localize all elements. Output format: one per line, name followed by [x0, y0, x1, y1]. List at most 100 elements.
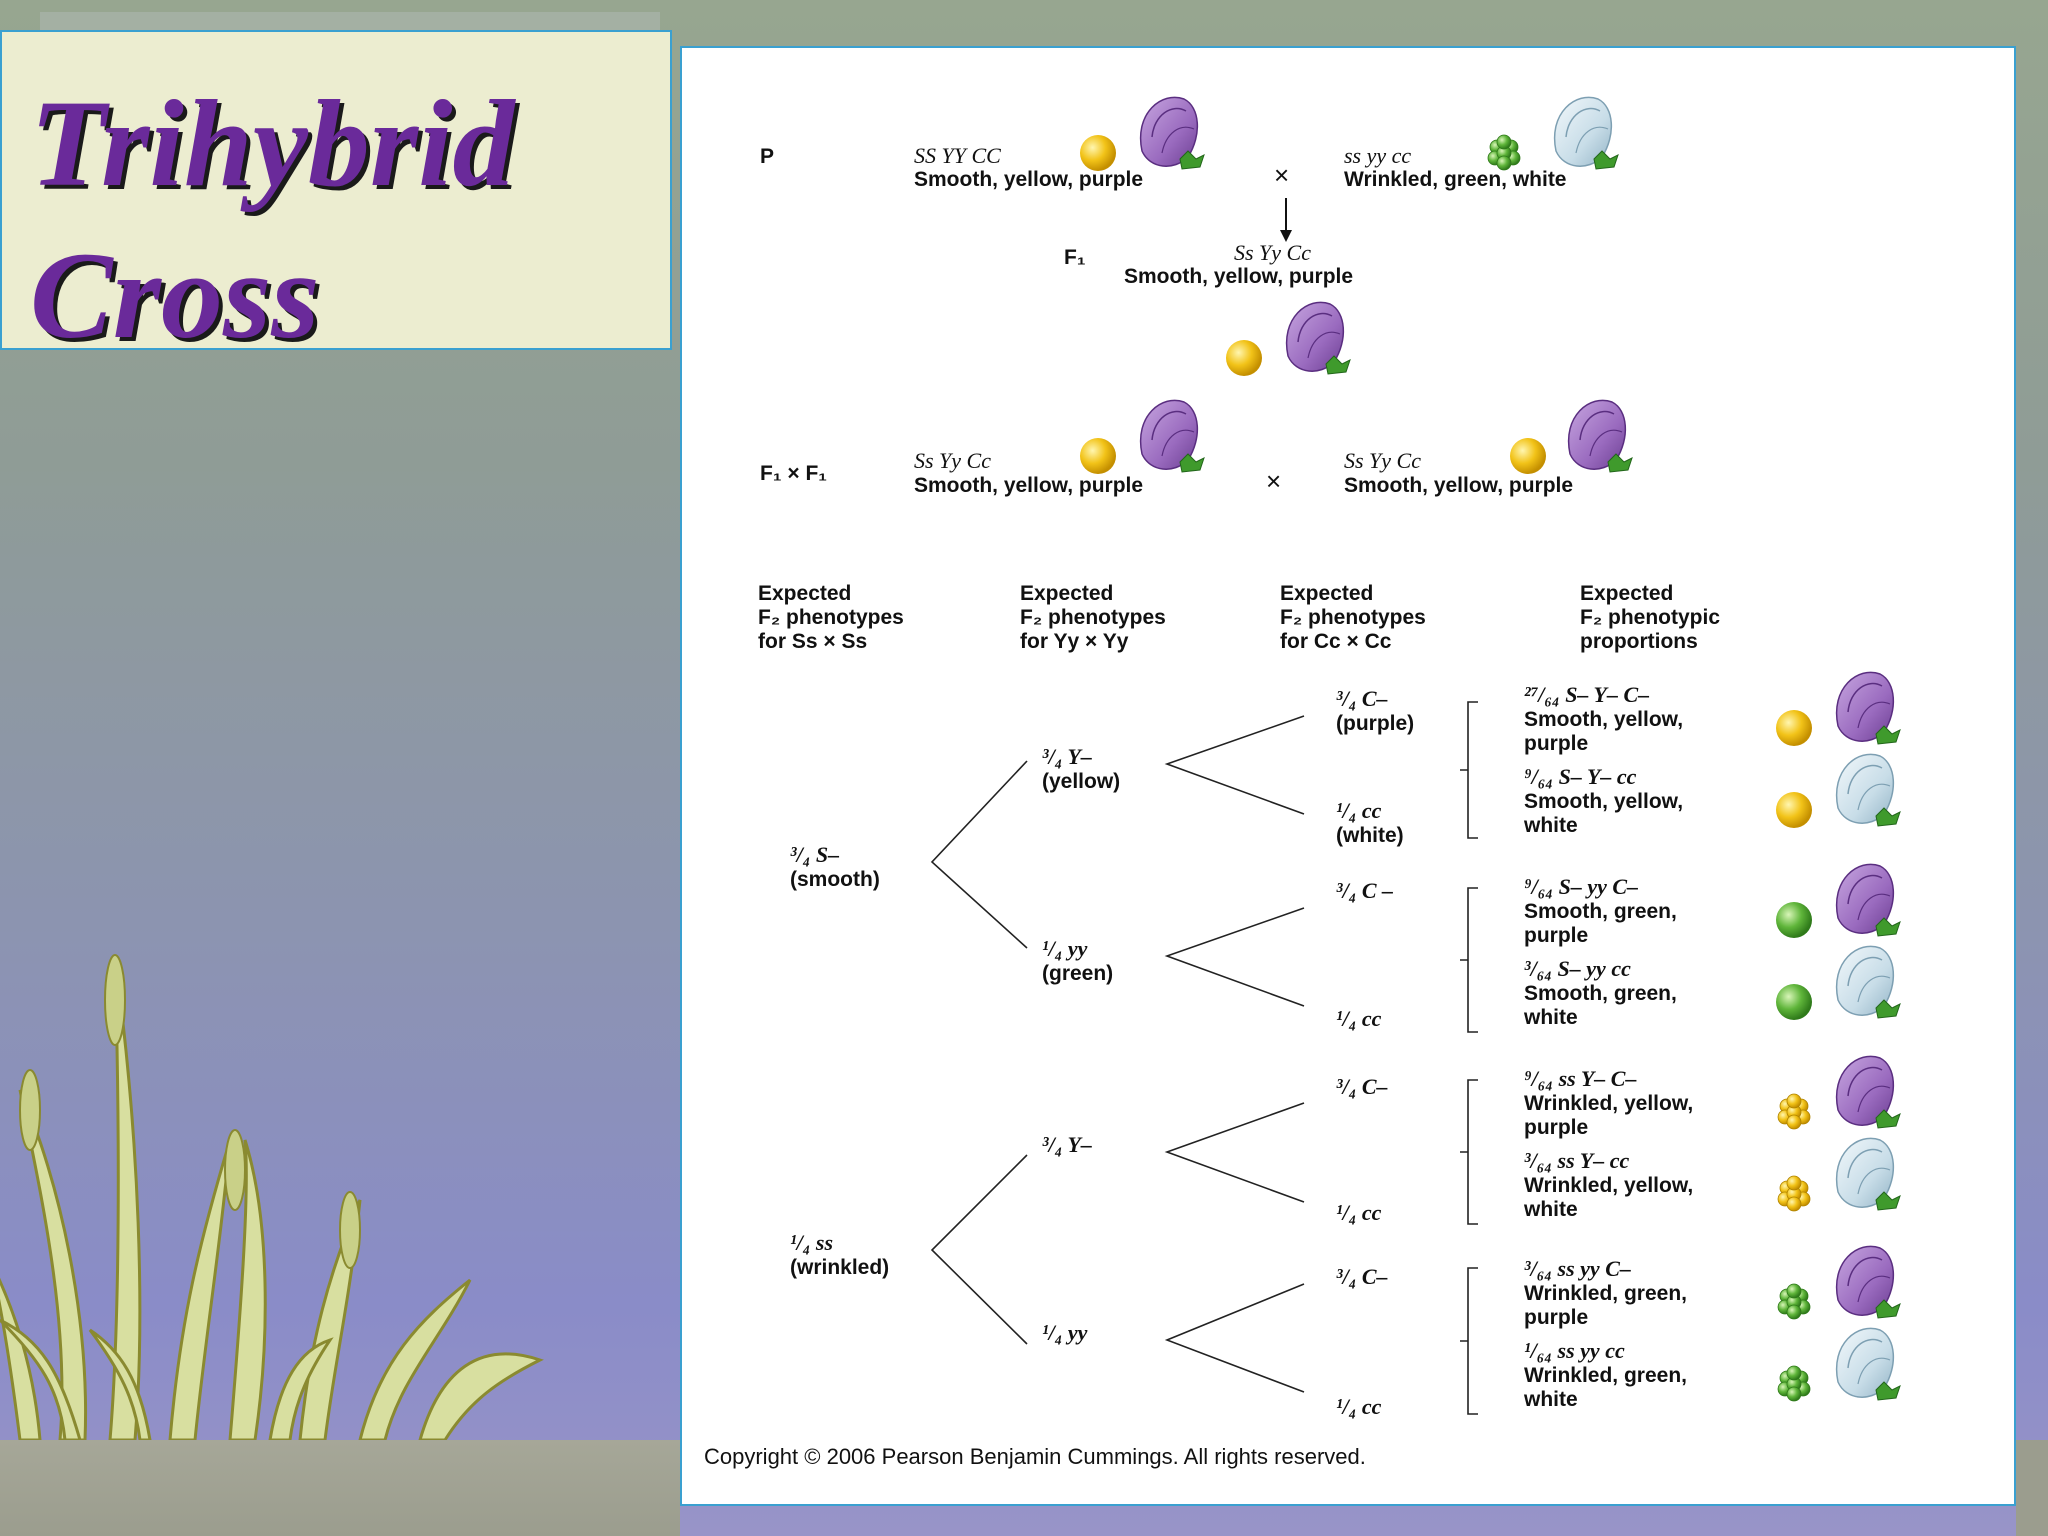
proportion-pea-icon — [1777, 1175, 1811, 1212]
y-branch-label: (yellow) — [1042, 770, 1120, 793]
f1-label: F₁ — [1064, 246, 1086, 269]
proportion-genotype: ³/₆₄ S– yy cc — [1524, 956, 1631, 981]
p-right-phenotype: Wrinkled, green, white — [1344, 168, 1567, 191]
proportion-genotype: ²⁷/₆₄ S– Y– C– — [1524, 682, 1649, 707]
proportion-phenotype-line1: Wrinkled, yellow, — [1524, 1092, 1693, 1115]
proportion-genotype: ³/₆₄ ss Y– cc — [1524, 1148, 1629, 1173]
f1-phenotype: Smooth, yellow, purple — [1124, 265, 1353, 288]
p-label: P — [760, 145, 774, 168]
ground — [0, 1440, 680, 1536]
svg-text:F₂ phenotypes: F₂ phenotypes — [758, 606, 904, 629]
c-branch-frac: ¹/₄ cc — [1336, 1200, 1382, 1225]
p-left-genotype: SS YY CC — [914, 143, 1001, 168]
c-branch-frac: ³/₄ C– — [1336, 686, 1388, 711]
proportion-phenotype-line2: white — [1523, 1006, 1578, 1029]
f1x-cross: × — [1266, 466, 1281, 496]
proportion-phenotype-line2: white — [1523, 1388, 1578, 1411]
column-header-proportions: Expected F₂ phenotypic proportions — [1580, 582, 1720, 653]
p-right-genotype: ss yy cc — [1344, 143, 1411, 168]
trihybrid-diagram: P SS YY CC Smooth, yellow, purple × ss y… — [704, 96, 1901, 1469]
svg-text:proportions: proportions — [1580, 630, 1698, 653]
p-right-pea-icon — [1487, 134, 1521, 171]
svg-text:for Yy × Yy: for Yy × Yy — [1020, 630, 1129, 653]
proportion-genotype: ³/₆₄ ss yy C– — [1524, 1256, 1631, 1281]
proportion-phenotype-line1: Wrinkled, green, — [1524, 1282, 1687, 1305]
svg-text:for Ss × Ss: for Ss × Ss — [758, 630, 867, 653]
proportion-flower-icon — [1835, 1245, 1901, 1319]
f1xf1-label: F₁ × F₁ — [760, 462, 827, 485]
column-header-y: Expected F₂ phenotypes for Yy × Yy — [1020, 582, 1166, 653]
proportion-phenotype-line1: Smooth, yellow, — [1524, 708, 1683, 731]
slide-title: Trihybrid Cross — [30, 68, 515, 372]
c-branch-frac: ³/₄ C– — [1336, 1264, 1388, 1289]
proportion-pea-icon — [1776, 792, 1812, 828]
svg-text:F₂ phenotypes: F₂ phenotypes — [1280, 606, 1426, 629]
figure-panel: P SS YY CC Smooth, yellow, purple × ss y… — [680, 46, 2016, 1506]
proportion-phenotype-line1: Wrinkled, green, — [1524, 1364, 1687, 1387]
c-branch-label: (white) — [1336, 824, 1404, 847]
proportion-genotype: ⁹/₆₄ ss Y– C– — [1524, 1066, 1636, 1091]
c-branch-frac: ¹/₄ cc — [1336, 1006, 1382, 1031]
proportion-pea-icon — [1777, 1093, 1811, 1130]
f1-flower-icon — [1285, 301, 1351, 375]
f1x-right-genotype: Ss Yy Cc — [1344, 448, 1421, 473]
y-branch-frac: ³/₄ Y– — [1042, 1132, 1092, 1157]
svg-text:for Cc × Cc: for Cc × Cc — [1280, 630, 1392, 653]
proportion-flower-icon — [1835, 1137, 1901, 1211]
proportion-flower-icon — [1835, 671, 1901, 745]
proportion-genotype: ⁹/₆₄ S– Y– cc — [1524, 764, 1637, 789]
svg-text:F₂ phenotypes: F₂ phenotypes — [1020, 606, 1166, 629]
title-line-2: Cross — [30, 227, 320, 364]
proportion-pea-icon — [1777, 1283, 1811, 1320]
f1x-right-flower-icon — [1567, 399, 1633, 473]
f1x-right-phenotype: Smooth, yellow, purple — [1344, 474, 1573, 497]
proportion-phenotype-line1: Wrinkled, yellow, — [1524, 1174, 1693, 1197]
p-right-flower-icon — [1553, 96, 1619, 170]
brackets — [1460, 701, 1478, 1415]
column-header-c: Expected F₂ phenotypes for Cc × Cc — [1280, 582, 1426, 653]
ground-right — [2016, 1440, 2048, 1536]
proportion-pea-icon — [1776, 902, 1812, 938]
proportion-flower-icon — [1835, 863, 1901, 937]
proportion-phenotype-line1: Smooth, yellow, — [1524, 790, 1683, 813]
f1x-left-pea-icon — [1080, 438, 1116, 474]
f1x-right-pea-icon — [1510, 438, 1546, 474]
proportion-flower-icon — [1835, 1055, 1901, 1129]
c-branch-frac: ³/₄ C – — [1336, 878, 1393, 903]
s-branch-frac: ³/₄ S– — [790, 842, 839, 867]
proportion-phenotype-line2: purple — [1524, 1116, 1588, 1139]
proportion-phenotype-line2: purple — [1524, 924, 1588, 947]
s-branch-label: (wrinkled) — [790, 1256, 889, 1279]
c-branch-frac: ¹/₄ cc — [1336, 1394, 1382, 1419]
y-branch-frac: ³/₄ Y– — [1042, 744, 1092, 769]
proportion-flower-icon — [1835, 753, 1901, 827]
proportion-pea-icon — [1777, 1365, 1811, 1402]
y-branch-frac: ¹/₄ yy — [1042, 936, 1088, 961]
p-left-phenotype: Smooth, yellow, purple — [914, 168, 1143, 191]
svg-text:Expected: Expected — [1020, 582, 1113, 605]
proportion-pea-icon — [1776, 710, 1812, 746]
p-left-pea-icon — [1080, 135, 1116, 171]
branch-lines — [930, 715, 1305, 1393]
proportion-phenotype-line2: purple — [1524, 732, 1588, 755]
title-box: Trihybrid Cross — [0, 30, 672, 364]
proportion-genotype: ¹/₆₄ ss yy cc — [1524, 1338, 1625, 1363]
f1x-left-genotype: Ss Yy Cc — [914, 448, 991, 473]
svg-text:Expected: Expected — [1580, 582, 1673, 605]
p-arrow-head — [1280, 230, 1292, 242]
proportion-flower-icon — [1835, 1327, 1901, 1401]
c-branch-label: (purple) — [1336, 712, 1414, 735]
proportion-phenotype-line1: Smooth, green, — [1524, 900, 1677, 923]
p-left-flower-icon — [1139, 96, 1205, 170]
proportion-flower-icon — [1835, 945, 1901, 1019]
svg-text:F₂ phenotypic: F₂ phenotypic — [1580, 606, 1720, 629]
f1-genotype: Ss Yy Cc — [1234, 240, 1311, 265]
proportion-phenotype-line2: white — [1523, 1198, 1578, 1221]
proportion-genotype: ⁹/₆₄ S– yy C– — [1524, 874, 1638, 899]
proportion-phenotype-line2: purple — [1524, 1306, 1588, 1329]
svg-text:Expected: Expected — [758, 582, 851, 605]
y-branch-frac: ¹/₄ yy — [1042, 1320, 1088, 1345]
s-branch-label: (smooth) — [790, 868, 880, 891]
svg-text:Expected: Expected — [1280, 582, 1373, 605]
y-branch-label: (green) — [1042, 962, 1113, 985]
